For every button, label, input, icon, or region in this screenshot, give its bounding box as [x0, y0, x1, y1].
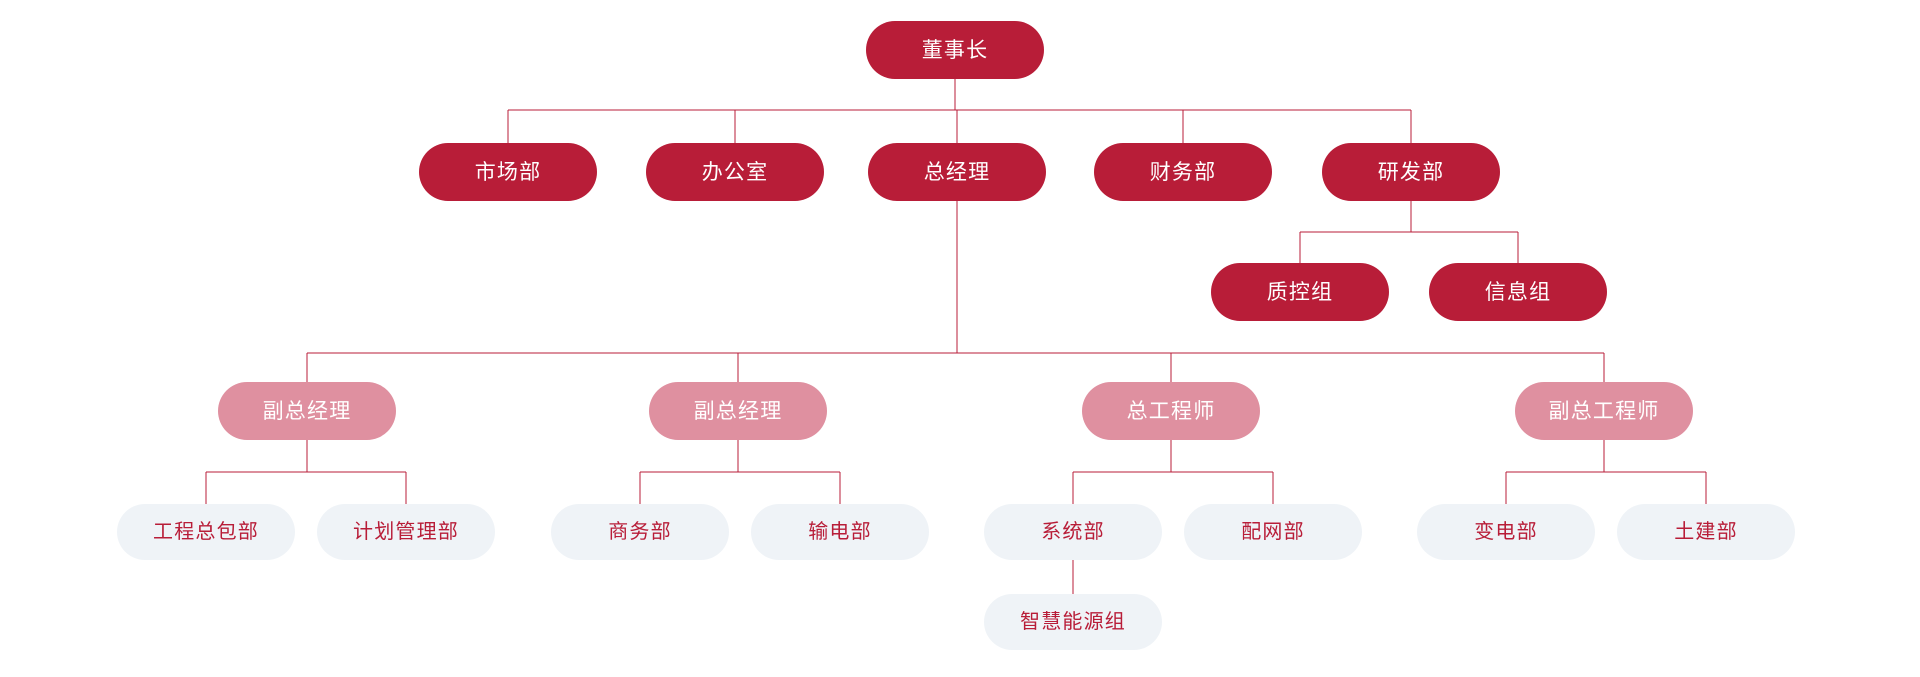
org-node-n7[interactable]: 信息组	[1429, 263, 1607, 321]
org-node-n16[interactable]: 系统部	[984, 504, 1162, 560]
org-node-n2[interactable]: 办公室	[646, 143, 824, 201]
org-node-label: 系统部	[1041, 521, 1105, 543]
org-node-label: 智慧能源组	[1020, 611, 1126, 633]
org-node-n3[interactable]: 总经理	[868, 143, 1046, 201]
org-node-n12[interactable]: 工程总包部	[117, 504, 295, 560]
org-node-label: 商务部	[608, 521, 672, 543]
org-node-n5[interactable]: 研发部	[1322, 143, 1500, 201]
org-node-n8[interactable]: 副总经理	[218, 382, 396, 440]
org-node-label: 工程总包部	[153, 521, 259, 543]
org-node-label: 质控组	[1266, 280, 1334, 304]
org-node-label: 总经理	[923, 160, 991, 184]
org-node-label: 董事长	[921, 38, 989, 62]
org-node-n14[interactable]: 商务部	[551, 504, 729, 560]
org-node-label: 总工程师	[1126, 399, 1216, 423]
org-node-label: 财务部	[1149, 160, 1217, 184]
org-node-n20[interactable]: 智慧能源组	[984, 594, 1162, 650]
org-node-label: 市场部	[474, 160, 542, 184]
org-node-label: 计划管理部	[353, 521, 459, 543]
org-node-n0[interactable]: 董事长	[866, 21, 1044, 79]
org-node-label: 研发部	[1377, 160, 1445, 184]
org-node-label: 土建部	[1674, 521, 1738, 543]
org-node-n19[interactable]: 土建部	[1617, 504, 1795, 560]
org-node-n15[interactable]: 输电部	[751, 504, 929, 560]
org-node-n17[interactable]: 配网部	[1184, 504, 1362, 560]
org-node-label: 副总工程师	[1548, 399, 1660, 423]
org-node-label: 办公室	[701, 160, 769, 184]
org-node-n13[interactable]: 计划管理部	[317, 504, 495, 560]
org-node-n1[interactable]: 市场部	[419, 143, 597, 201]
org-node-n6[interactable]: 质控组	[1211, 263, 1389, 321]
org-node-label: 变电部	[1474, 521, 1538, 543]
org-node-label: 信息组	[1484, 280, 1552, 304]
org-node-n4[interactable]: 财务部	[1094, 143, 1272, 201]
org-node-label: 输电部	[808, 521, 872, 543]
org-node-label: 副总经理	[262, 399, 352, 423]
org-node-label: 配网部	[1241, 521, 1305, 543]
org-node-n10[interactable]: 总工程师	[1082, 382, 1260, 440]
org-node-n18[interactable]: 变电部	[1417, 504, 1595, 560]
org-node-label: 副总经理	[693, 399, 783, 423]
org-node-n9[interactable]: 副总经理	[649, 382, 827, 440]
org-node-n11[interactable]: 副总工程师	[1515, 382, 1693, 440]
